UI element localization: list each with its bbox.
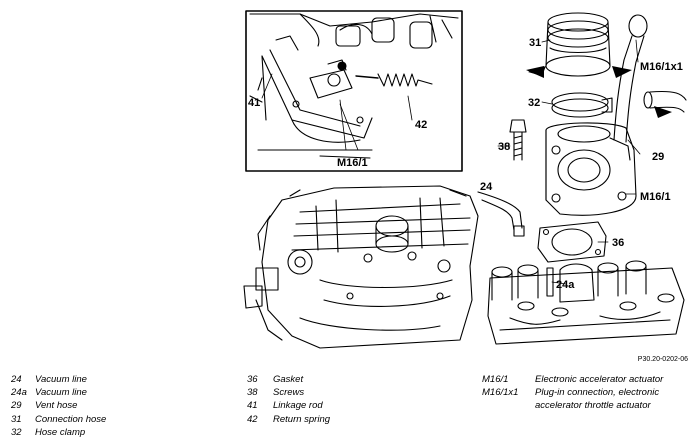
legend-item: 29 Vent hose xyxy=(11,399,106,412)
screw-38 xyxy=(509,119,527,161)
legend-key: 42 xyxy=(247,413,258,425)
legend-key: 38 xyxy=(247,387,258,399)
callout-29: 29 xyxy=(652,151,664,163)
legend-label: Linkage rod xyxy=(273,400,323,412)
callout-36: 36 xyxy=(612,237,624,249)
legend-label: Vent hose xyxy=(35,400,78,412)
callout-m16-1: M16/1 xyxy=(640,191,671,203)
legend-item: 38 Screws xyxy=(247,386,330,399)
legend-label: Screws xyxy=(273,387,305,399)
callout-41: 41 xyxy=(248,97,260,109)
legend-key: 24 xyxy=(11,374,22,385)
legend-key: M16/1 xyxy=(482,374,509,385)
legend-label: Hose clamp xyxy=(35,426,86,438)
arrow-markers xyxy=(526,66,672,118)
legend-item: 32 Hose clamp xyxy=(11,426,106,439)
inset-linkage-detail xyxy=(245,10,463,172)
vent-hose-29 xyxy=(643,90,687,113)
callout-labels: 41 42 M16/1 31 M16/1x1 32 38 29 M16/1 24… xyxy=(248,37,683,291)
gasket-36 xyxy=(537,221,607,263)
legend-key: 32 xyxy=(11,426,22,438)
legend-item: 42 Return spring xyxy=(247,413,330,426)
legend-label: Gasket xyxy=(273,374,304,385)
legend-key: 24a xyxy=(11,387,27,399)
legend-label: Vacuum line xyxy=(35,387,87,399)
legend-label: Return spring xyxy=(273,413,331,425)
hose-clamp-32 xyxy=(551,92,613,118)
vacuum-line-24 xyxy=(477,191,525,237)
callout-24: 24 xyxy=(480,181,493,193)
legend-key: 31 xyxy=(11,413,22,425)
legend-key: M16/1x1 xyxy=(482,387,519,399)
legend-item: 36 Gasket xyxy=(247,373,330,386)
exploded-view-diagram: 41 42 M16/1 31 M16/1x1 32 38 29 M16/1 24… xyxy=(243,10,687,349)
legend-column-2: 36 Gasket 38 Screws 41 Linkage rod 42 Return sp… xyxy=(247,373,330,426)
legend-key: 41 xyxy=(247,400,258,412)
callout-42: 42 xyxy=(415,119,427,131)
legend-key: 29 xyxy=(11,400,22,412)
legend-item: M16/1 Electronic accelerator actuator xyxy=(482,373,685,386)
connection-hose-31 xyxy=(545,12,611,77)
callout-m16-1-inset: M16/1 xyxy=(337,157,368,169)
legend-label: Plug-in connection, electronic accelerat… xyxy=(535,387,660,412)
electronic-accelerator-actuator-m16-1 xyxy=(545,122,637,216)
callout-32: 32 xyxy=(528,97,540,109)
leader-lines xyxy=(261,39,641,285)
callout-24a: 24a xyxy=(556,279,575,291)
plug-connection-m16-1x1 xyxy=(613,14,648,143)
legend-item: 31 Connection hose xyxy=(11,413,106,426)
callout-m16-1x1: M16/1x1 xyxy=(640,61,683,73)
callout-38: 38 xyxy=(498,141,510,153)
engine-block xyxy=(243,185,479,349)
legend-key: 36 xyxy=(247,374,258,385)
legend-item: 24a Vacuum line xyxy=(11,386,106,399)
figure-code: P30.20-0202-06 xyxy=(637,356,688,363)
legend-item: 41 Linkage rod xyxy=(247,399,330,412)
legend-label: Electronic accelerator actuator xyxy=(535,374,664,385)
legend-label: Vacuum line xyxy=(35,374,87,385)
intake-manifold xyxy=(487,260,685,345)
callout-31: 31 xyxy=(529,37,541,49)
legend-item: 24 Vacuum line xyxy=(11,373,106,386)
legend-label: Connection hose xyxy=(35,413,107,425)
legend-item: M16/1x1 Plug-in connection, electronic ac… xyxy=(482,386,685,412)
